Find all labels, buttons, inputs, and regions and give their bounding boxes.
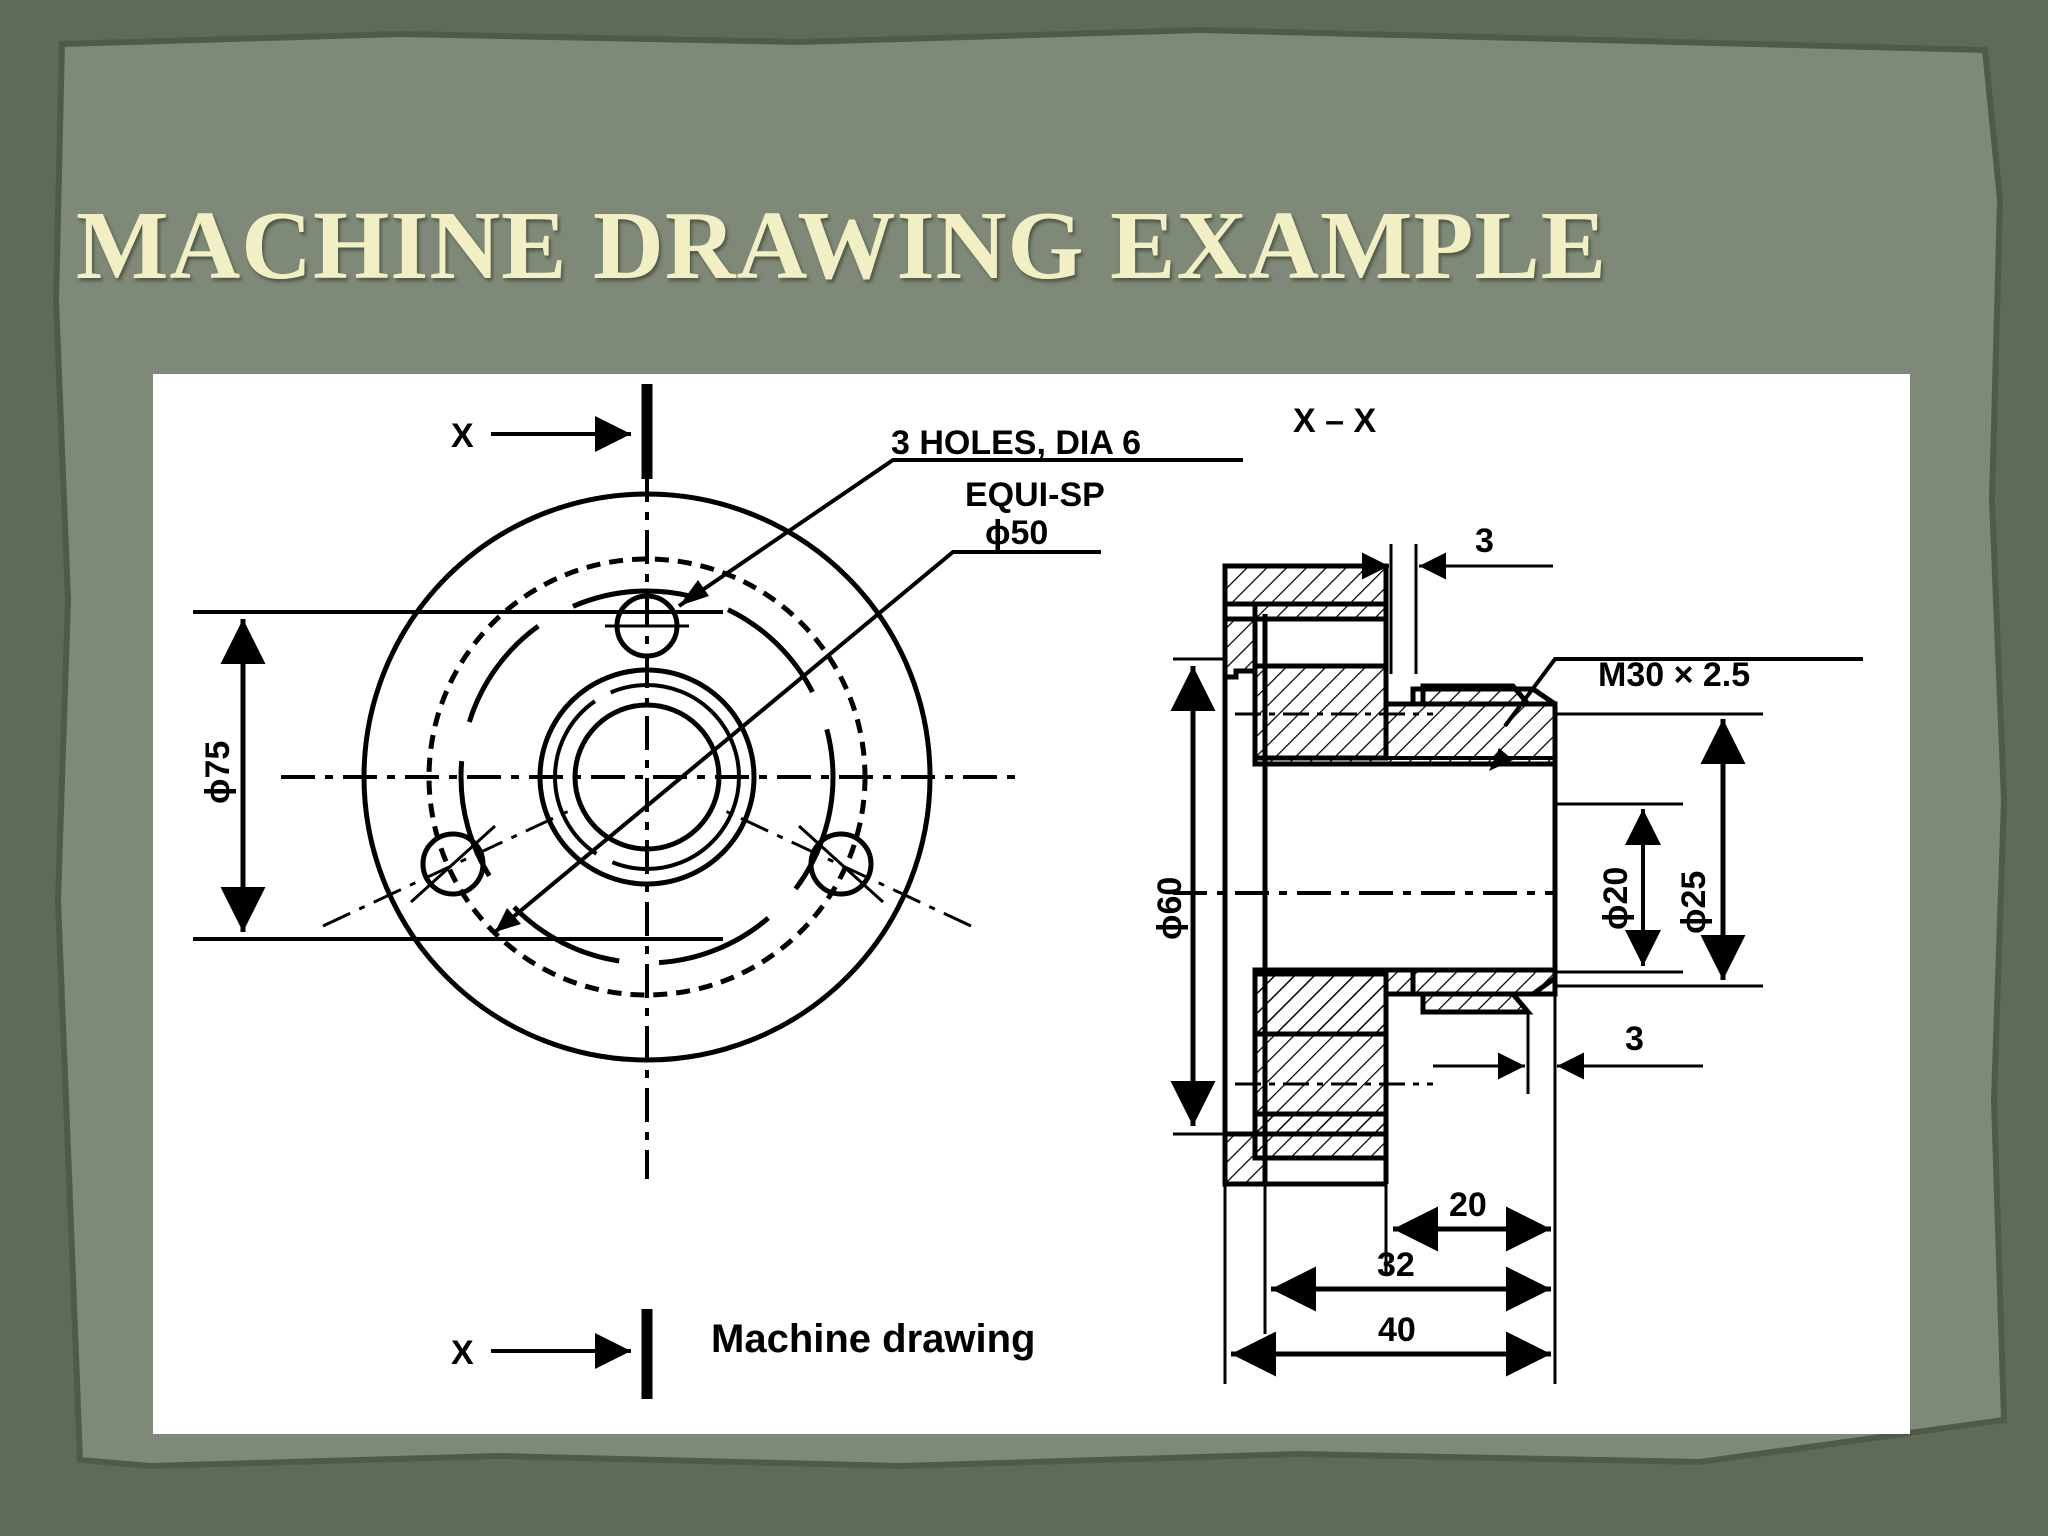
slide-title: MACHINE DRAWING EXAMPLE <box>76 192 1608 300</box>
boss-outer-circle <box>537 667 757 887</box>
body-length-label: 32 <box>1377 1246 1415 1284</box>
thread-root-dia-label: ϕ25 <box>1675 871 1713 934</box>
flange-gap-label: 3 <box>1475 522 1494 560</box>
section-label-top: X <box>451 417 474 455</box>
pitch-circle <box>426 556 868 998</box>
machine-drawing-panel: X X 3 HOLES, DIA 6 EQUI-SP ϕ50 ϕ75 Machi… <box>153 374 1910 1434</box>
section-outline-top <box>1222 563 1558 1184</box>
bolt-hole-right <box>797 824 885 904</box>
section-label-bottom: X <box>451 1334 474 1372</box>
bolt-hole-left <box>409 824 497 904</box>
machine-drawing: X X 3 HOLES, DIA 6 EQUI-SP ϕ50 ϕ75 Machi… <box>193 384 1863 1399</box>
boss-length-label: 20 <box>1449 1186 1487 1224</box>
front-view <box>193 384 1243 1399</box>
outer-dia-label: ϕ75 <box>199 741 237 804</box>
drawing-caption: Machine drawing <box>711 1317 1036 1361</box>
bolt-hole-top <box>605 593 689 659</box>
holes-callout-line2: EQUI-SP <box>965 476 1105 514</box>
thread-leader <box>1503 657 1863 728</box>
section-view <box>1170 544 1863 1384</box>
overall-length-label: 40 <box>1378 1311 1416 1349</box>
section-view-title: X – X <box>1293 402 1376 440</box>
pcd-leader <box>493 550 1101 934</box>
thread-major-circle <box>458 588 836 966</box>
hatch-lower-body <box>1252 971 1389 1137</box>
hatch-upper-flange <box>1222 563 1389 607</box>
thread-callout: M30 × 2.5 <box>1598 656 1750 694</box>
boss-inner-circle <box>553 683 741 871</box>
hatch-lower-flange <box>1252 1111 1389 1161</box>
thread-lower <box>1420 991 1534 1015</box>
undercut-label: 3 <box>1625 1020 1644 1058</box>
holes-callout-line1: 3 HOLES, DIA 6 <box>891 424 1141 462</box>
section-outline-bottom <box>1410 777 1558 997</box>
outer-flange-circle <box>361 491 933 1063</box>
hatch-lower-spigot <box>1222 1131 1268 1187</box>
holes-leader <box>677 458 1243 608</box>
spigot-dia-label: ϕ60 <box>1151 877 1189 940</box>
bore-dia-label: ϕ20 <box>1597 867 1635 930</box>
pcd-callout: ϕ50 <box>985 514 1048 552</box>
bore-circle <box>572 702 722 852</box>
